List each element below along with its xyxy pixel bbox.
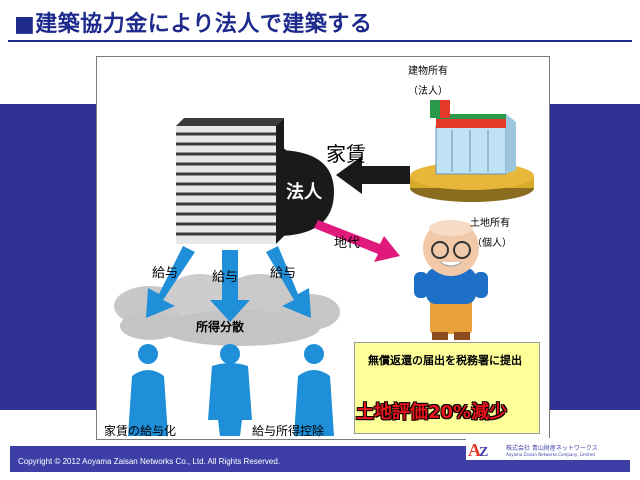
salary-deduction-label: 給与所得控除 (252, 424, 325, 438)
background-band-left (0, 104, 96, 410)
salary-label-center: 給与 (212, 270, 239, 285)
salary-arrow-right (266, 246, 311, 318)
company-name: 株式会社 青山財産ネットワークス (506, 445, 598, 452)
office-building-icon (176, 118, 284, 244)
notice-text: 無償返還の届出を税務署に提出 (368, 354, 522, 367)
notice-box (354, 342, 540, 434)
land-rent-label: 地代 (334, 236, 361, 251)
background-band-right (548, 104, 640, 410)
employee-icon-3 (294, 344, 334, 436)
copyright-text: Copyright © 2012 Aoyama Zaisan Networks … (18, 457, 281, 466)
building-owner-label: 建物所有 (408, 66, 448, 77)
company-logo-icon: A Z (468, 440, 488, 460)
rent-label: 家賃 (326, 142, 366, 166)
land-owner-person-icon (414, 220, 488, 340)
land-owner-label: 土地所有 (470, 218, 510, 229)
salary-arrows (146, 246, 311, 322)
land-owner-entity: （個人） (472, 238, 512, 249)
salary-arrow-center (210, 250, 250, 322)
svg-text:A: A (468, 440, 481, 460)
salary-label-left: 給与 (152, 266, 179, 281)
land-rent-arrow (314, 220, 400, 262)
slide-title: ■建築協力金により法人で建築する (14, 12, 373, 37)
corporation-label: 法人 (286, 182, 322, 203)
rent-to-salary-label: 家賃の給与化 (104, 424, 177, 438)
svg-text:Z: Z (479, 445, 488, 460)
building-owner-entity: （法人） (408, 86, 448, 97)
title-underline (8, 40, 632, 42)
salary-label-right: 給与 (270, 266, 297, 281)
company-logo-area: A Z (466, 438, 634, 460)
salary-arrow-left (146, 246, 195, 318)
employee-icons (128, 344, 334, 436)
result-text: 土地評価20%減少 (356, 402, 508, 423)
employee-icon-2 (208, 344, 252, 436)
company-name-english: Aoyama Zaisan Networks Company, Limited (506, 452, 595, 457)
convenience-store-icon (410, 100, 534, 202)
rent-arrow (336, 156, 410, 194)
income-split-label: 所得分散 (196, 320, 245, 334)
employee-icon-1 (128, 344, 168, 436)
